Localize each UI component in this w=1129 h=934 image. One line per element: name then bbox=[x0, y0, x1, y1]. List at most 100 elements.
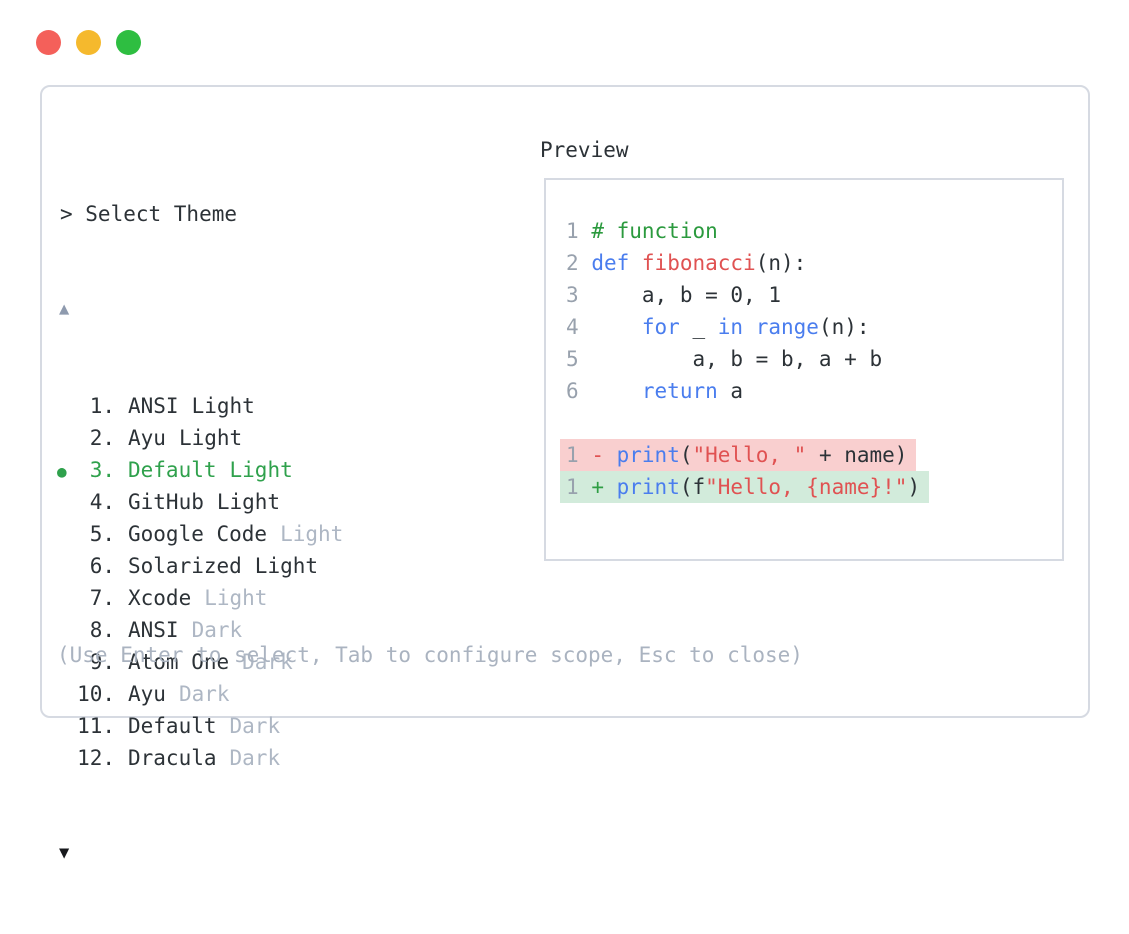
code-line: 5 a, b = b, a + b bbox=[566, 343, 1062, 375]
code-token: (n): bbox=[755, 251, 807, 275]
code-token bbox=[591, 315, 642, 339]
item-name: Default bbox=[128, 714, 217, 738]
code-token: range bbox=[755, 315, 819, 339]
code-line bbox=[566, 407, 1062, 439]
code-token: ( bbox=[679, 443, 693, 467]
item-variant: Light bbox=[178, 426, 243, 450]
code-line: 1 # function bbox=[566, 215, 1062, 247]
item-variant: Dark bbox=[229, 746, 281, 770]
item-name: Default bbox=[128, 458, 217, 482]
theme-list-item[interactable]: 7. Xcode Light bbox=[57, 582, 343, 614]
item-number: 6. bbox=[89, 554, 115, 578]
item-number: 2. bbox=[89, 426, 115, 450]
item-number: 1. bbox=[89, 394, 115, 418]
theme-list-item[interactable]: 8. ANSI Dark bbox=[57, 614, 343, 646]
item-variant: Light bbox=[280, 522, 344, 546]
window-controls bbox=[36, 30, 141, 55]
code-token bbox=[743, 315, 756, 339]
theme-list-item[interactable]: 9. Atom One Dark bbox=[57, 646, 343, 678]
theme-list-item[interactable]: 4. GitHub Light bbox=[57, 486, 343, 518]
code-token: _ bbox=[679, 315, 718, 339]
item-name: Google Code bbox=[128, 522, 268, 546]
item-variant: Light bbox=[254, 554, 319, 578]
item-number: 4. bbox=[89, 490, 115, 514]
item-name: Dracula bbox=[128, 746, 217, 770]
theme-list-item[interactable]: 10. Ayu Dark bbox=[57, 678, 343, 710]
code-line: 6 return a bbox=[566, 375, 1062, 407]
theme-list-item[interactable]: 6. Solarized Light bbox=[57, 550, 343, 582]
item-variant: Light bbox=[229, 458, 293, 482]
code-token bbox=[591, 379, 642, 403]
item-name: Atom One bbox=[128, 650, 230, 674]
code-token: print bbox=[616, 443, 680, 467]
item-variant: Dark bbox=[191, 618, 243, 642]
minimize-button[interactable] bbox=[76, 30, 101, 55]
code-token: a bbox=[717, 379, 744, 403]
line-number: 6 bbox=[566, 379, 579, 403]
item-name: Xcode bbox=[128, 586, 192, 610]
diff-minus-sign: - bbox=[591, 443, 604, 467]
preview-title: Preview bbox=[540, 138, 629, 162]
item-name: ANSI bbox=[128, 618, 179, 642]
maximize-button[interactable] bbox=[116, 30, 141, 55]
theme-list-item[interactable]: 1. ANSI Light bbox=[57, 390, 343, 422]
item-number: 7. bbox=[89, 586, 115, 610]
item-name: GitHub bbox=[128, 490, 204, 514]
code-line: 2 def fibonacci(n): bbox=[566, 247, 1062, 279]
code-token: fibonacci bbox=[641, 251, 756, 275]
diff-removed-line: 1 - print("Hello, " + name) bbox=[560, 439, 1062, 471]
keyboard-hint: (Use Enter to select, Tab to configure s… bbox=[57, 643, 803, 667]
code-token: print bbox=[616, 475, 680, 499]
item-number: 8. bbox=[89, 618, 115, 642]
close-button[interactable] bbox=[36, 30, 61, 55]
item-name: Ayu bbox=[128, 426, 166, 450]
code-token: (n): bbox=[818, 315, 870, 339]
theme-list-item[interactable]: 5. Google Code Light bbox=[57, 518, 344, 550]
selected-bullet-icon: ● bbox=[57, 462, 67, 481]
code-token: a, b = 0, 1 bbox=[591, 283, 781, 307]
line-number: 1 bbox=[566, 219, 579, 243]
code-token: for bbox=[641, 315, 680, 339]
theme-list-item[interactable]: ● 3. Default Light bbox=[57, 454, 343, 486]
item-number: 12. bbox=[77, 746, 115, 770]
item-name: ANSI bbox=[128, 394, 179, 418]
code-line: 3 a, b = 0, 1 bbox=[566, 279, 1062, 311]
code-token: in bbox=[717, 315, 744, 339]
scroll-up-icon[interactable]: ▲ bbox=[59, 299, 70, 319]
line-number: 1 bbox=[566, 475, 579, 499]
diff-plus-sign: + bbox=[591, 475, 604, 499]
item-number: 10. bbox=[77, 682, 115, 706]
code-token: return bbox=[641, 379, 718, 403]
item-number: 5. bbox=[89, 522, 115, 546]
theme-list-item[interactable]: 12. Dracula Dark bbox=[57, 742, 343, 774]
code-token: ) bbox=[907, 475, 921, 499]
line-number: 3 bbox=[566, 283, 579, 307]
item-variant: Light bbox=[191, 394, 255, 418]
item-variant: Dark bbox=[229, 714, 281, 738]
line-number: 1 bbox=[566, 443, 579, 467]
item-number: 9. bbox=[89, 650, 115, 674]
diff-added-line: 1 + print(f"Hello, {name}!") bbox=[560, 471, 1062, 503]
scroll-down-icon[interactable]: ▼ bbox=[59, 843, 70, 863]
item-variant: Light bbox=[204, 586, 268, 610]
line-number: 5 bbox=[566, 347, 579, 371]
code-token: + name) bbox=[806, 443, 908, 467]
item-variant: Dark bbox=[242, 650, 293, 674]
code-line: 4 for _ in range(n): bbox=[566, 311, 1062, 343]
diff-line-content: 1 - print("Hello, " + name) bbox=[560, 439, 917, 471]
line-number: 4 bbox=[566, 315, 579, 339]
code-token: (f bbox=[679, 475, 706, 499]
item-number: 3. bbox=[89, 458, 115, 482]
line-number: 2 bbox=[566, 251, 579, 275]
item-variant: Dark bbox=[178, 682, 230, 706]
item-name: Ayu bbox=[128, 682, 166, 706]
item-name: Solarized bbox=[128, 554, 242, 578]
item-variant: Light bbox=[216, 490, 281, 514]
theme-list-item[interactable]: 2. Ayu Light bbox=[57, 422, 343, 454]
